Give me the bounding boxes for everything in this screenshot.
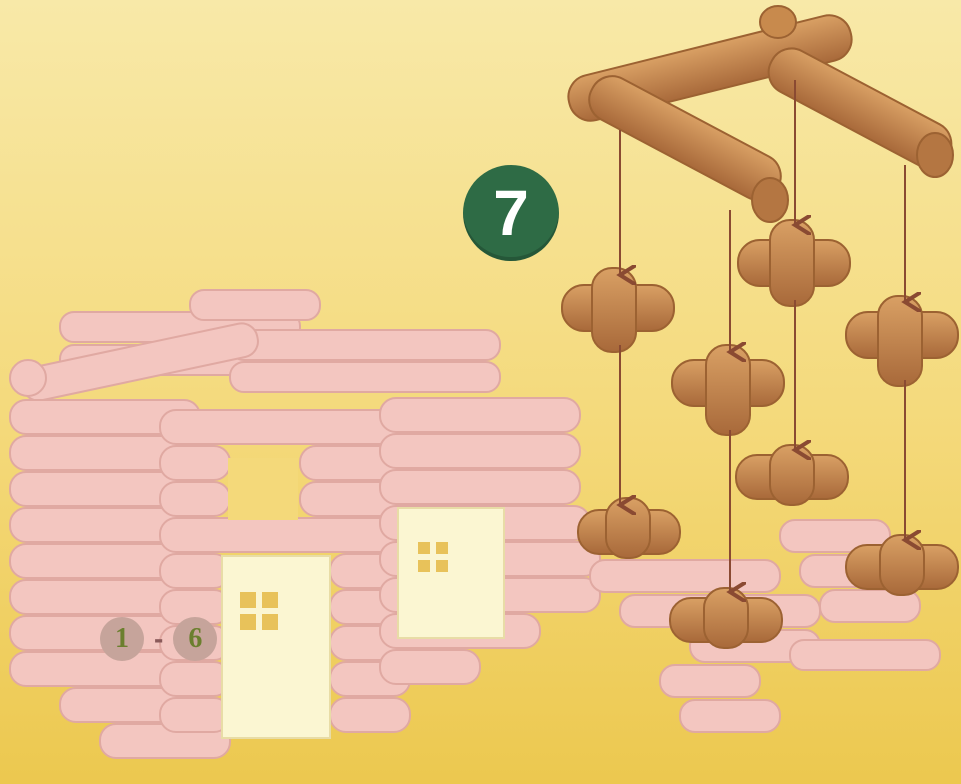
range-start-badge: 1 — [100, 617, 144, 661]
range-end: 6 — [188, 623, 202, 655]
step-number: 7 — [493, 176, 529, 250]
range-separator: - — [148, 623, 169, 655]
upper-window-opening — [228, 458, 298, 520]
previous-steps-label: 1 - 6 — [100, 617, 217, 661]
side-window — [398, 508, 504, 638]
door — [222, 556, 330, 738]
range-end-badge: 6 — [173, 617, 217, 661]
step-number-badge: 7 — [463, 165, 559, 261]
range-start: 1 — [115, 623, 129, 655]
